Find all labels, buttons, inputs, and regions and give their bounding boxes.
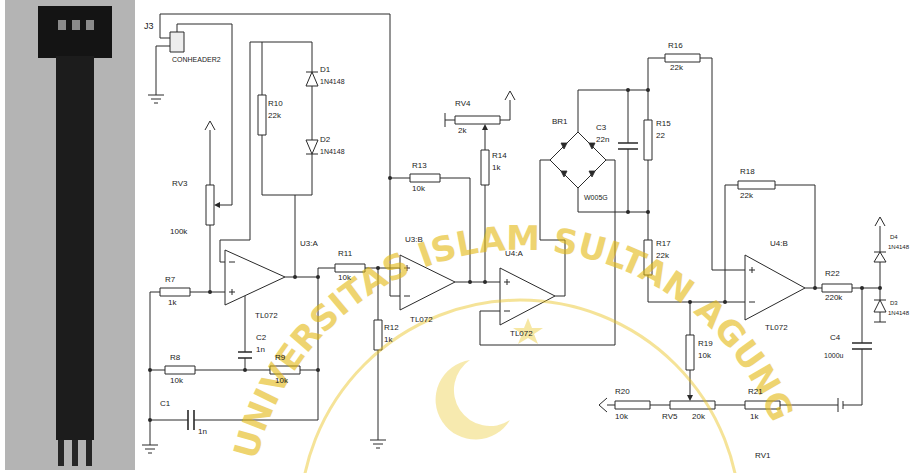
component-label: D3: [890, 300, 898, 306]
component-label: 1N4148: [888, 244, 909, 250]
component-label: 10k: [698, 352, 711, 360]
sensor-head: [38, 6, 112, 58]
component-label: 1N4148: [320, 148, 345, 155]
component-label: RV3: [172, 180, 187, 188]
component-label: 10k: [615, 413, 628, 421]
component-label: R15: [656, 120, 671, 128]
component-label: 1N4148: [888, 310, 909, 316]
bridge-diodes: [561, 143, 595, 177]
connector-name: J3: [144, 22, 154, 31]
component-label: 10k: [275, 377, 288, 385]
photo-ground: [5, 0, 135, 470]
sensor-pins: [58, 20, 94, 30]
component-label: 22k: [656, 252, 669, 260]
component-label: 22k: [268, 112, 281, 120]
component-label: U4:B: [770, 240, 788, 248]
component-label: W005G: [584, 194, 608, 201]
watermark-ring: [300, 300, 740, 473]
component-label: TL072: [510, 330, 533, 338]
component-label: R13: [412, 162, 427, 170]
component-label: 22k: [740, 192, 753, 200]
component-label: 1n: [256, 346, 265, 354]
component-label: C3: [596, 124, 606, 132]
component-label: R21: [748, 388, 763, 396]
component-label: C4: [830, 334, 840, 342]
component-label: D2: [320, 136, 330, 144]
component-label: 1n: [198, 428, 207, 436]
component-label: U4:A: [505, 250, 523, 258]
component-label: 20k: [692, 413, 705, 421]
component-label: TL072: [255, 312, 278, 320]
component-label: R14: [492, 152, 507, 160]
component-label: 1k: [492, 164, 500, 172]
component-label: R17: [656, 240, 671, 248]
component-label: 10k: [412, 185, 425, 193]
component-label: C2: [256, 334, 266, 342]
component-label: R10: [268, 100, 283, 108]
component-label: RV5: [662, 413, 677, 421]
component-label: RV4: [455, 100, 470, 108]
component-label: 1N4148: [320, 78, 345, 85]
component-label: 22k: [670, 64, 683, 72]
component-label: RV1: [755, 452, 770, 460]
component-label: D4: [890, 234, 898, 240]
component-label: TL072: [765, 324, 788, 332]
component-label: R22: [825, 270, 840, 278]
sensor-strip: [56, 56, 94, 440]
component-label: R8: [170, 354, 180, 362]
component-label: CONHEADER2: [172, 56, 221, 63]
sensor-legs: [58, 440, 92, 466]
component-label: TL072: [410, 316, 433, 324]
component-label: 22: [656, 132, 665, 140]
component-label: 220k: [825, 294, 842, 302]
component-label: R20: [615, 388, 630, 396]
component-label: U3:A: [300, 240, 318, 248]
component-label: 2k: [458, 127, 466, 135]
component-label: U3:B: [405, 236, 423, 244]
component-label: R19: [698, 340, 713, 348]
component-label: BR1: [552, 118, 568, 126]
component-label: R7: [165, 276, 175, 284]
component-label: R16: [668, 42, 683, 50]
watermark-text: UNIVERSITAS ISLAM SULTAN AGUNG: [225, 218, 801, 463]
component-label: R12: [384, 324, 399, 332]
watermark: UNIVERSITAS ISLAM SULTAN AGUNG: [225, 218, 801, 463]
component-label: 10k: [170, 377, 183, 385]
component-label: C1: [160, 400, 170, 408]
component-label: R9: [275, 354, 285, 362]
component-label: 10k: [338, 274, 351, 282]
component-label: 1k: [750, 413, 758, 421]
component-label: 1k: [384, 336, 392, 344]
component-label: R11: [338, 250, 352, 258]
component-label: D1: [320, 66, 330, 74]
component-label: 100k: [170, 228, 187, 236]
component-label: 1000u: [824, 352, 843, 359]
component-label: 22n: [596, 136, 609, 144]
connector-symbol: [170, 32, 184, 52]
watermark-crescent: [436, 360, 510, 440]
component-label: 1k: [168, 299, 176, 307]
component-label: R18: [740, 168, 755, 176]
